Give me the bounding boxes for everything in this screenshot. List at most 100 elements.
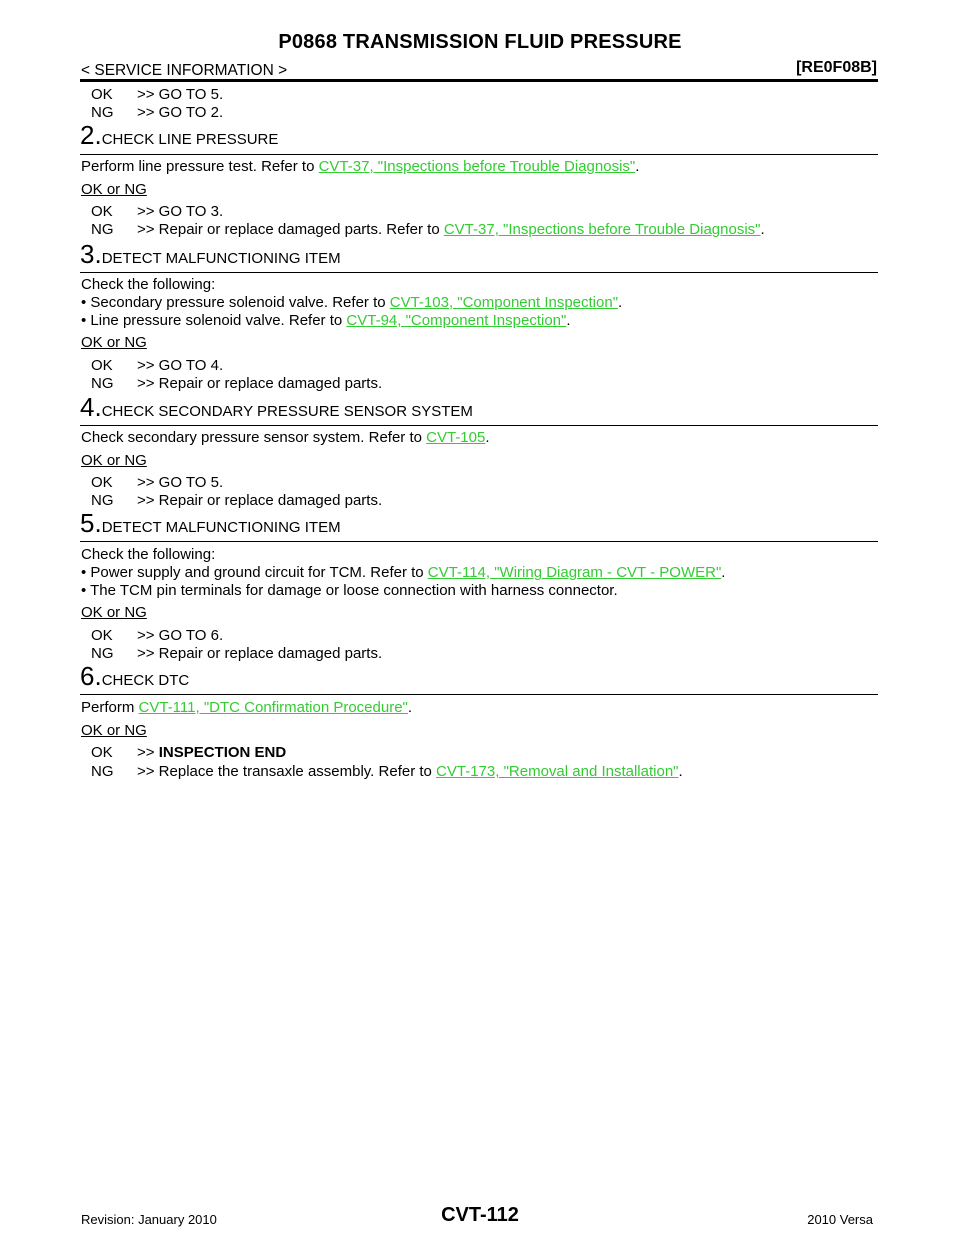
ng-code: NG <box>91 375 114 392</box>
ok-or-ng-label: OK or NG <box>81 722 147 739</box>
intro-ok-line: OK >> GO TO 5. <box>91 86 223 104</box>
ref-link-cvt-103[interactable]: CVT-103, "Component Inspection" <box>389 294 619 311</box>
step-number: 3. <box>80 239 102 269</box>
step-5-description: Check the following: <box>81 546 216 563</box>
step-5-ok-line: OK >> GO TO 6. <box>91 627 223 645</box>
ng-code: NG <box>91 104 114 121</box>
ref-link-cvt-37[interactable]: CVT-37, "Inspections before Trouble Diag… <box>318 158 636 175</box>
description-text: Check secondary pressure sensor system. … <box>81 429 427 446</box>
period: . <box>760 221 765 238</box>
step-2-description: Perform line pressure test. Refer to CVT… <box>81 158 639 176</box>
ok-code: OK <box>91 203 113 220</box>
step-title: DETECT MALFUNCTIONING ITEM <box>101 250 341 267</box>
ok-or-ng-label: OK or NG <box>81 334 147 351</box>
step-title: CHECK LINE PRESSURE <box>101 131 279 148</box>
step-2-ng-line: NG >> Repair or replace damaged parts. Re… <box>91 221 765 239</box>
ref-link-cvt-173[interactable]: CVT-173, "Removal and Installation" <box>436 763 679 780</box>
step-5-ng-line: NG >> Repair or replace damaged parts. <box>91 645 382 663</box>
step-number: 2. <box>80 120 102 150</box>
step-number: 6. <box>80 661 102 691</box>
page-number: CVT-112 <box>441 1204 519 1226</box>
ng-text: >> GO TO 2. <box>137 104 224 121</box>
ng-text: >> Repair or replace damaged parts. <box>137 645 383 662</box>
header-divider <box>80 79 878 82</box>
period: . <box>618 294 623 311</box>
ok-arrow: >> <box>137 744 159 761</box>
step-5-bullet-1: • Power supply and ground circuit for TC… <box>81 564 725 582</box>
step-number: 4. <box>80 392 102 422</box>
ok-or-ng-label: OK or NG <box>81 452 147 469</box>
step-2-ok-line: OK >> GO TO 3. <box>91 203 223 221</box>
step-6-ok-line: OK >> INSPECTION END <box>91 744 286 762</box>
ok-text: >> GO TO 4. <box>137 357 224 374</box>
ref-link-cvt-114[interactable]: CVT-114, "Wiring Diagram - CVT - POWER" <box>427 564 722 581</box>
step-5-rule <box>80 541 878 542</box>
ng-code: NG <box>91 645 114 662</box>
ng-code: NG <box>91 492 114 509</box>
ok-text: >> GO TO 5. <box>137 474 224 491</box>
ref-link-cvt-105[interactable]: CVT-105 <box>426 429 486 446</box>
step-6-rule <box>80 694 878 695</box>
inspection-end-text: INSPECTION END <box>158 744 287 761</box>
step-4-ng-line: NG >> Repair or replace damaged parts. <box>91 492 382 510</box>
step-4-description: Check secondary pressure sensor system. … <box>81 429 490 447</box>
ok-or-ng-label: OK or NG <box>81 181 147 198</box>
period: . <box>678 763 683 780</box>
ok-text: >> GO TO 6. <box>137 627 224 644</box>
ok-code: OK <box>91 357 113 374</box>
step-3-bullet-2: • Line pressure solenoid valve. Refer to… <box>81 312 571 330</box>
ok-code: OK <box>91 474 113 491</box>
step-4-ok-line: OK >> GO TO 5. <box>91 474 223 492</box>
step-title: DETECT MALFUNCTIONING ITEM <box>101 519 341 536</box>
period: . <box>407 699 413 716</box>
ok-or-ng-label: OK or NG <box>81 604 147 621</box>
step-5-bullet-2: • The TCM pin terminals for damage or lo… <box>81 582 618 599</box>
step-6-heading: 6.CHECK DTC <box>80 661 189 692</box>
ng-text: >> Repair or replace damaged parts. Refe… <box>137 221 444 238</box>
step-3-bullet-1: • Secondary pressure solenoid valve. Ref… <box>81 294 622 312</box>
step-2-heading: 2.CHECK LINE PRESSURE <box>80 120 278 151</box>
breadcrumb: < SERVICE INFORMATION > <box>81 62 288 79</box>
ref-link-cvt-111[interactable]: CVT-111, "DTC Confirmation Procedure" <box>138 699 408 716</box>
ng-text: >> Replace the transaxle assembly. Refer… <box>137 763 437 780</box>
intro-ng-line: NG >> GO TO 2. <box>91 104 223 122</box>
step-4-heading: 4.CHECK SECONDARY PRESSURE SENSOR SYSTEM <box>80 392 473 423</box>
period: . <box>485 429 490 446</box>
step-title: CHECK SECONDARY PRESSURE SENSOR SYSTEM <box>101 403 473 420</box>
step-4-rule <box>80 425 878 426</box>
description-text: Perform line pressure test. Refer to <box>81 158 319 175</box>
ng-code: NG <box>91 763 114 780</box>
step-3-heading: 3.DETECT MALFUNCTIONING ITEM <box>80 239 341 270</box>
bullet-text: • Power supply and ground circuit for TC… <box>81 564 428 581</box>
ok-text: >> GO TO 3. <box>137 203 224 220</box>
ok-code: OK <box>91 744 113 761</box>
ok-code: OK <box>91 86 113 103</box>
ref-link-cvt-94[interactable]: CVT-94, "Component Inspection" <box>346 312 567 329</box>
model-year: 2010 Versa <box>807 1212 873 1227</box>
period: . <box>721 564 726 581</box>
period: . <box>566 312 571 329</box>
step-5-heading: 5.DETECT MALFUNCTIONING ITEM <box>80 508 341 539</box>
period: . <box>635 158 640 175</box>
step-3-rule <box>80 272 878 273</box>
revision-date: Revision: January 2010 <box>81 1212 217 1227</box>
step-3-description: Check the following: <box>81 276 216 293</box>
step-6-description: Perform CVT-111, "DTC Confirmation Proce… <box>81 699 412 717</box>
bullet-text: • Line pressure solenoid valve. Refer to <box>81 312 347 329</box>
step-number: 5. <box>80 508 102 538</box>
description-text: Perform <box>81 699 139 716</box>
step-3-ng-line: NG >> Repair or replace damaged parts. <box>91 375 382 393</box>
bullet-text: • Secondary pressure solenoid valve. Ref… <box>81 294 390 311</box>
ok-text: >> GO TO 5. <box>137 86 224 103</box>
ok-code: OK <box>91 627 113 644</box>
ng-text: >> Repair or replace damaged parts. <box>137 492 383 509</box>
step-title: CHECK DTC <box>101 672 190 689</box>
step-3-ok-line: OK >> GO TO 4. <box>91 357 223 375</box>
ref-link-cvt-37[interactable]: CVT-37, "Inspections before Trouble Diag… <box>443 221 761 238</box>
ng-text: >> Repair or replace damaged parts. <box>137 375 383 392</box>
step-6-ng-line: NG >> Replace the transaxle assembly. Ref… <box>91 763 683 781</box>
step-2-rule <box>80 154 878 155</box>
page-title: P0868 TRANSMISSION FLUID PRESSURE <box>278 31 682 53</box>
ng-code: NG <box>91 221 114 238</box>
model-code: [RE0F08B] <box>796 59 877 76</box>
